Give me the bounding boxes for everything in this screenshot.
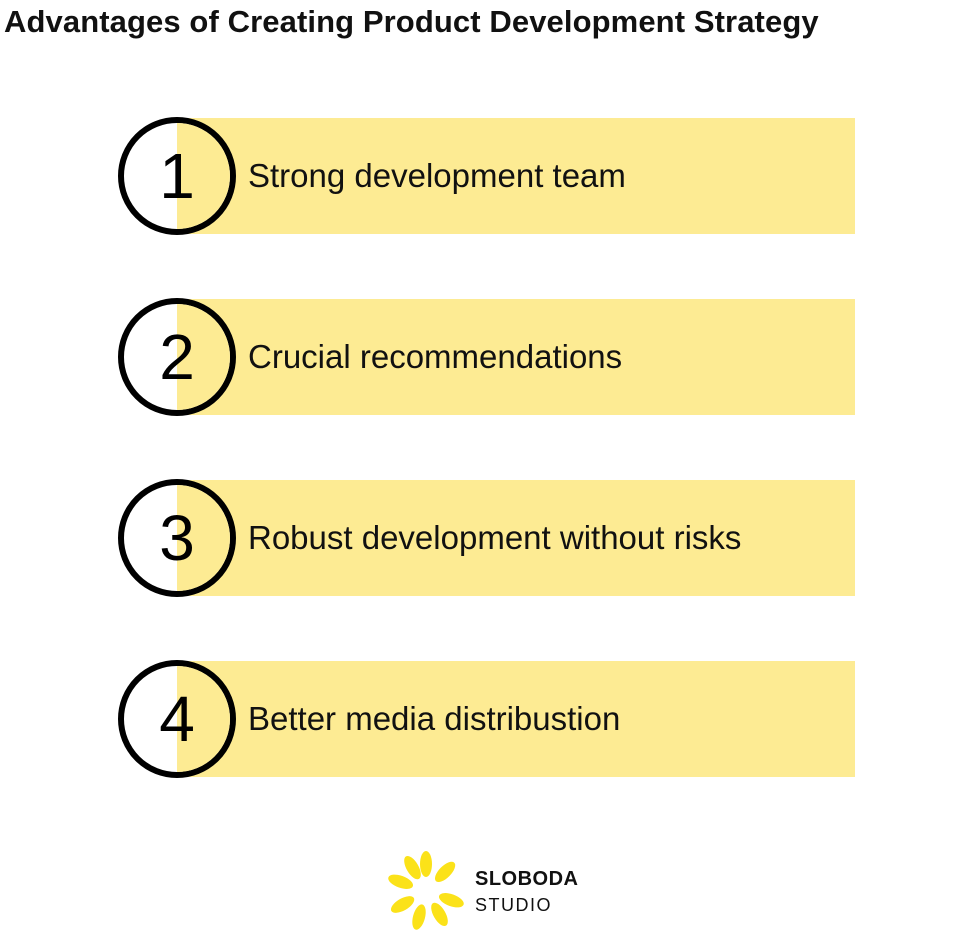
number-badge: 4 — [118, 660, 236, 778]
brand-logo: SLOBODA STUDIO — [384, 850, 604, 930]
advantages-list: 1 Strong development team 2 Crucial reco… — [118, 117, 855, 778]
advantage-item-3: 3 Robust development without risks — [118, 479, 855, 597]
flower-logo-icon — [388, 851, 464, 930]
item-bar — [178, 661, 855, 777]
item-bar — [178, 118, 855, 234]
brand-subtitle: STUDIO — [475, 895, 553, 915]
item-bar — [178, 299, 855, 415]
advantage-item-4: 4 Better media distribustion — [118, 660, 855, 778]
number-badge: 3 — [118, 479, 236, 597]
badge-fill — [177, 666, 230, 772]
item-bar — [178, 480, 855, 596]
item-number: 4 — [159, 683, 195, 755]
brand-name: SLOBODA — [475, 868, 579, 890]
page-title: Advantages of Creating Product Developme… — [4, 4, 819, 39]
number-badge: 2 — [118, 298, 236, 416]
badge-fill — [177, 304, 230, 410]
item-label: Strong development team — [248, 157, 626, 194]
advantage-item-2: 2 Crucial recommendations — [118, 298, 855, 416]
badge-fill — [177, 123, 230, 229]
item-label: Crucial recommendations — [248, 338, 623, 375]
badge-fill — [177, 485, 230, 591]
item-label: Robust development without risks — [248, 519, 742, 556]
advantage-item-1: 1 Strong development team — [118, 117, 855, 235]
item-number: 2 — [159, 321, 195, 393]
item-number: 1 — [159, 140, 195, 212]
number-badge: 1 — [118, 117, 236, 235]
item-label: Better media distribustion — [248, 700, 621, 737]
item-number: 3 — [159, 502, 195, 574]
